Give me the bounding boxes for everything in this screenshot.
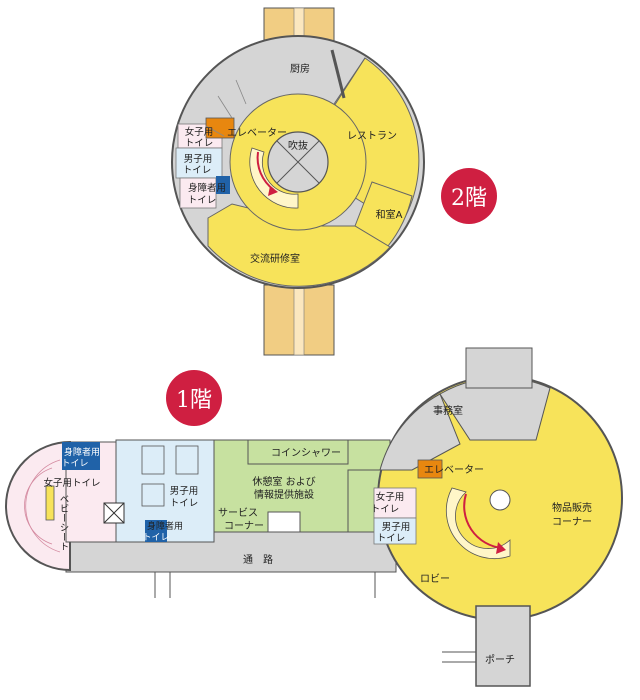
floor2-womens-label-2: トイレ [185, 138, 214, 149]
floor1-accessible-w-label-1: 身障者用 [64, 446, 100, 458]
floor1-top-tower [465, 347, 533, 389]
floor2-accessible-marker [216, 176, 230, 194]
floor2-elevator-label: エレベーター [227, 127, 287, 139]
floor1-office-label: 事務室 [433, 404, 463, 417]
floor1-mens-r-area [373, 517, 417, 545]
floor2-exchange-label: 交流研修室 [250, 252, 300, 265]
floor1-womens-r-label-2: トイレ [371, 504, 400, 515]
floor1-plan: 身障者用 トイレ 女子用トイレ ベビーシート 男子用 トイレ 身障者用 トイレ … [5, 347, 623, 687]
floor1-rest-label-2: 情報提供施設 [254, 488, 314, 501]
floor1-elevator-box [417, 459, 443, 479]
floor1-coin-shower-box [247, 439, 349, 465]
floor1-womens-r-area [373, 487, 417, 519]
floor2-plan: 厨房 レストラン エレベーター 吹抜 女子用 トイレ 男子用 トイレ 身障者用 … [171, 7, 425, 356]
floor2-atrium-label: 吹抜 [288, 139, 308, 152]
floor1-lobby-label: ロビー [420, 573, 450, 585]
floor2-womens-label-1: 女子用 [185, 126, 214, 138]
floor1-shop-label-1: 物品販売 [552, 501, 592, 514]
floor1-badge [166, 370, 222, 426]
floor2-accessible-label-2: トイレ [188, 195, 217, 206]
floor2-kitchen-label: 厨房 [290, 62, 310, 75]
floor2-mens-label-1: 男子用 [184, 154, 213, 165]
floor1-womens-r-label-1: 女子用 [376, 491, 405, 503]
floor1-mens-r-label-2: トイレ [377, 533, 406, 544]
floor2-washitsu-label: 和室A [376, 208, 403, 221]
floor1-service-box [267, 511, 301, 533]
floor2-accessible-label-1: 身障者用 [188, 182, 226, 194]
floor2-badge [441, 168, 497, 224]
floor2-exchange-area [207, 203, 391, 287]
floor2-elevator-box [205, 117, 235, 139]
floor1-service-label-2: コーナー [224, 520, 264, 532]
floor1-shop-label-2: コーナー [552, 516, 592, 528]
floor2-restaurant-label: レストラン [347, 130, 397, 142]
floor1-rest-label-1: 休憩室 および [252, 475, 315, 488]
floor1-porch-label: ポーチ [485, 654, 515, 666]
floor1-mens-label-1: 男子用 [170, 486, 199, 497]
floor1-womens-label: 女子用トイレ [43, 477, 100, 489]
floor1-mens-label-2: トイレ [170, 498, 199, 509]
floor1-mens-r-label-1: 男子用 [382, 522, 411, 533]
floor2-spiral-stairs [249, 147, 299, 209]
floor1-spiral-stairs [445, 487, 511, 560]
floor1-service-label-1: サービス [218, 507, 258, 519]
floor1-west-wing [5, 440, 71, 572]
floor1-badge-text: 1階 [176, 388, 212, 413]
floor1-elevator-label: エレベーター [424, 464, 484, 476]
floor2-mens-label-2: トイレ [183, 165, 212, 176]
floor1-porch [475, 605, 531, 687]
floor1-corridor-label: 通 路 [243, 553, 273, 566]
floor1-center-circle [489, 489, 511, 511]
floor1-coin-shower-label: コインシャワー [271, 448, 341, 459]
floor1-accessible-w-label-2: トイレ [61, 459, 88, 469]
floor2-badge-text: 2階 [451, 186, 487, 211]
floor2-mens-toilet-area [175, 147, 223, 179]
floor1-baby-sheet-bar [45, 485, 55, 521]
floor1-accessible-m-area [145, 520, 167, 542]
floor1-accessible-w-area [62, 442, 100, 470]
floor1-accessible-m-label-1: 身障者用 [147, 520, 183, 532]
floor1-accessible-m-label-2: トイレ [142, 533, 169, 543]
floor1-baby-sheet-label: ベビーシート [58, 494, 70, 551]
